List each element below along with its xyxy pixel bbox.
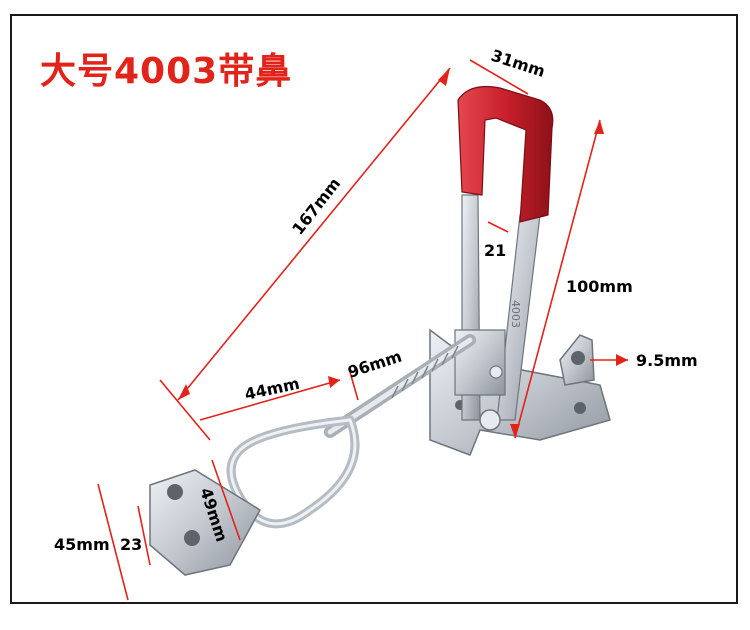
image-frame xyxy=(10,14,738,604)
product-title: 大号4003带鼻 xyxy=(40,51,293,92)
dimension-arrows xyxy=(178,68,628,438)
dim-hook-length: 96mm xyxy=(345,347,404,382)
dimension-lines xyxy=(97,59,628,601)
catch-plate xyxy=(149,469,261,576)
part-mark: 4003 xyxy=(509,300,522,328)
dim-ear-hole: 9.5mm xyxy=(636,351,698,370)
dim-plate-width: 45mm xyxy=(54,535,110,554)
ear-hole xyxy=(571,351,585,365)
threaded-hook xyxy=(324,334,476,438)
mount-hole xyxy=(574,402,586,414)
pivot-rivet xyxy=(489,365,503,379)
handle-arms: 4003 xyxy=(454,194,541,431)
catch-hole xyxy=(184,530,200,546)
catch-hole xyxy=(167,484,183,500)
dim-height: 100mm xyxy=(566,277,633,296)
dim-hole-spacing: 23 xyxy=(120,535,142,554)
handle-grip xyxy=(457,85,554,223)
dim-gap: 21 xyxy=(484,241,506,260)
pivot-rivet xyxy=(479,409,501,431)
